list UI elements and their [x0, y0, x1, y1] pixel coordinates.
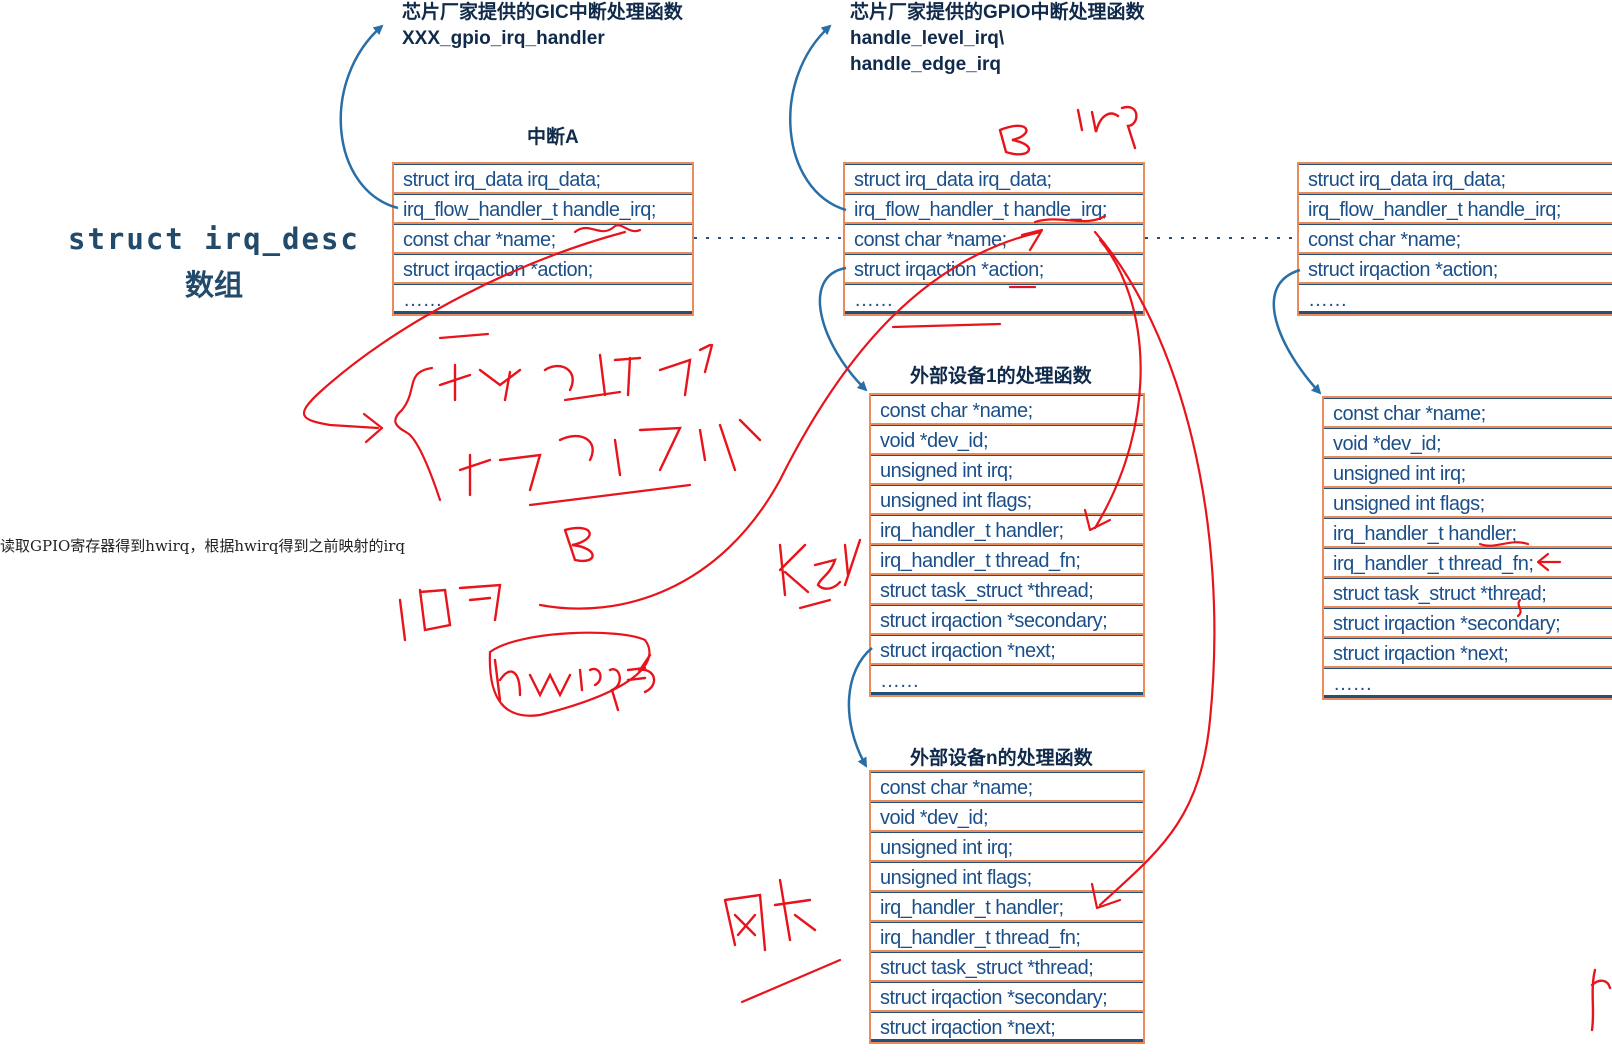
field: struct irq_data irq_data;	[394, 164, 692, 194]
ink-arrowhead	[1020, 228, 1044, 252]
irqaction-device1: const char *name; void *dev_id; unsigned…	[869, 393, 1145, 697]
field: const char *name;	[845, 224, 1143, 254]
field: struct irqaction *next;	[871, 1012, 1143, 1042]
field: struct irqaction *next;	[871, 635, 1143, 665]
gic-handler-name: XXX_gpio_irq_handler	[402, 28, 605, 49]
ink-squiggle	[1478, 541, 1530, 547]
field: unsigned int flags;	[1324, 488, 1612, 518]
ink-writing-netcard	[723, 878, 817, 952]
ink-arrowhead	[1536, 552, 1562, 572]
field: const char *name;	[394, 224, 692, 254]
field: ……	[394, 284, 692, 314]
ink-writing-confirm	[458, 418, 762, 497]
field: ……	[845, 284, 1143, 314]
ink-squiggle	[1516, 598, 1522, 618]
field: const char *name;	[871, 772, 1143, 802]
field: unsigned int flags;	[871, 485, 1143, 515]
irq-desc-title: struct irq_desc	[68, 222, 360, 256]
field: void *dev_id;	[1324, 428, 1612, 458]
gpio-handler-name-1: handle_level_irq\	[850, 28, 1005, 49]
ink-arrowhead	[1090, 882, 1122, 910]
field: struct irqaction *secondary;	[1324, 608, 1612, 638]
ink-writing-read	[438, 343, 714, 402]
field: struct irq_data irq_data;	[845, 164, 1143, 194]
irqaction-devicen: const char *name; void *dev_id; unsigned…	[869, 770, 1145, 1044]
field: irq_handler_t handler;	[1324, 518, 1612, 548]
ink-curve-left	[302, 230, 627, 430]
ink-writing-hwirq	[493, 653, 656, 712]
ink-underline	[1033, 214, 1107, 224]
arrow-action-to-right	[1272, 268, 1322, 395]
field: ……	[871, 665, 1143, 695]
ink-letters-irq	[1076, 105, 1138, 150]
field: struct task_struct *thread;	[871, 952, 1143, 982]
field: irq_handler_t thread_fn;	[1324, 548, 1612, 578]
field: void *dev_id;	[871, 425, 1143, 455]
gpio-handler-name-2: handle_edge_irq	[850, 54, 1001, 75]
ink-underline	[798, 598, 832, 610]
field: irq_flow_handler_t handle_irq;	[1299, 194, 1612, 224]
field: const char *name;	[1299, 224, 1612, 254]
ink-underline	[528, 483, 692, 507]
field: irq_flow_handler_t handle_irq;	[394, 194, 692, 224]
ink-squiggle	[573, 224, 642, 234]
ink-writing-key	[778, 538, 862, 597]
arrow-action-to-device1	[818, 266, 868, 392]
ink-curve-call	[538, 230, 1042, 610]
arrow-handle-irq-to-gic	[339, 24, 399, 210]
field: struct irqaction *secondary;	[871, 982, 1143, 1012]
gic-handler-header: 芯片厂家提供的GIC中断处理函数	[402, 2, 683, 23]
irq-desc-title-array: 数组	[185, 268, 244, 302]
ink-underline	[438, 332, 490, 340]
irq-a-label: 中断A	[527, 127, 579, 148]
field: unsigned int irq;	[871, 455, 1143, 485]
arrow-next-to-devicen	[847, 647, 873, 768]
ink-writing-call	[398, 583, 502, 642]
field: struct irq_data irq_data;	[1299, 164, 1612, 194]
field: irq_flow_handler_t handle_irq;	[845, 194, 1143, 224]
field: struct irqaction *action;	[394, 254, 692, 284]
field: struct irqaction *next;	[1324, 638, 1612, 668]
field: struct irqaction *action;	[1299, 254, 1612, 284]
ink-underline	[563, 390, 622, 402]
field: struct task_struct *thread;	[1324, 578, 1612, 608]
field: irq_handler_t thread_fn;	[871, 922, 1143, 952]
field: struct irqaction *secondary;	[871, 605, 1143, 635]
gpio-handler-header: 芯片厂家提供的GPIO中断处理函数	[850, 2, 1145, 23]
ink-letter-b	[998, 124, 1031, 156]
annotation-note: 读取GPIO寄存器得到hwirq，根据hwirq得到之前映射的irq	[0, 537, 406, 555]
field: void *dev_id;	[871, 802, 1143, 832]
ink-corner-mark	[1590, 968, 1612, 1032]
irq-desc-box-c: struct irq_data irq_data; irq_flow_handl…	[1297, 162, 1612, 316]
field: unsigned int irq;	[871, 832, 1143, 862]
field: unsigned int flags;	[871, 862, 1143, 892]
ink-curve-to-handler	[1093, 238, 1142, 530]
field: unsigned int irq;	[1324, 458, 1612, 488]
irqaction-right: const char *name; void *dev_id; unsigned…	[1322, 396, 1612, 700]
ink-brace	[394, 366, 442, 502]
irq-desc-box-b: struct irq_data irq_data; irq_flow_handl…	[843, 162, 1145, 316]
device1-label: 外部设备1的处理函数	[910, 366, 1092, 387]
field: irq_handler_t thread_fn;	[871, 545, 1143, 575]
field: irq_handler_t handler;	[871, 892, 1143, 922]
ink-underline	[891, 322, 1002, 329]
irq-desc-box-a: struct irq_data irq_data; irq_flow_handl…	[392, 162, 694, 316]
field: const char *name;	[1324, 398, 1612, 428]
field: ……	[1299, 284, 1612, 314]
ink-underline	[740, 958, 842, 1004]
ink-curve-right	[1093, 230, 1216, 907]
ink-letter-b2	[563, 526, 594, 563]
ink-arrowhead	[362, 412, 384, 444]
field: const char *name;	[871, 395, 1143, 425]
arrow-handle-irq-to-gpio	[789, 24, 847, 212]
field: ……	[1324, 668, 1612, 698]
ink-arrowhead	[1083, 508, 1112, 532]
field: struct task_struct *thread;	[871, 575, 1143, 605]
devicen-label: 外部设备n的处理函数	[910, 748, 1093, 769]
field: irq_handler_t handler;	[871, 515, 1143, 545]
